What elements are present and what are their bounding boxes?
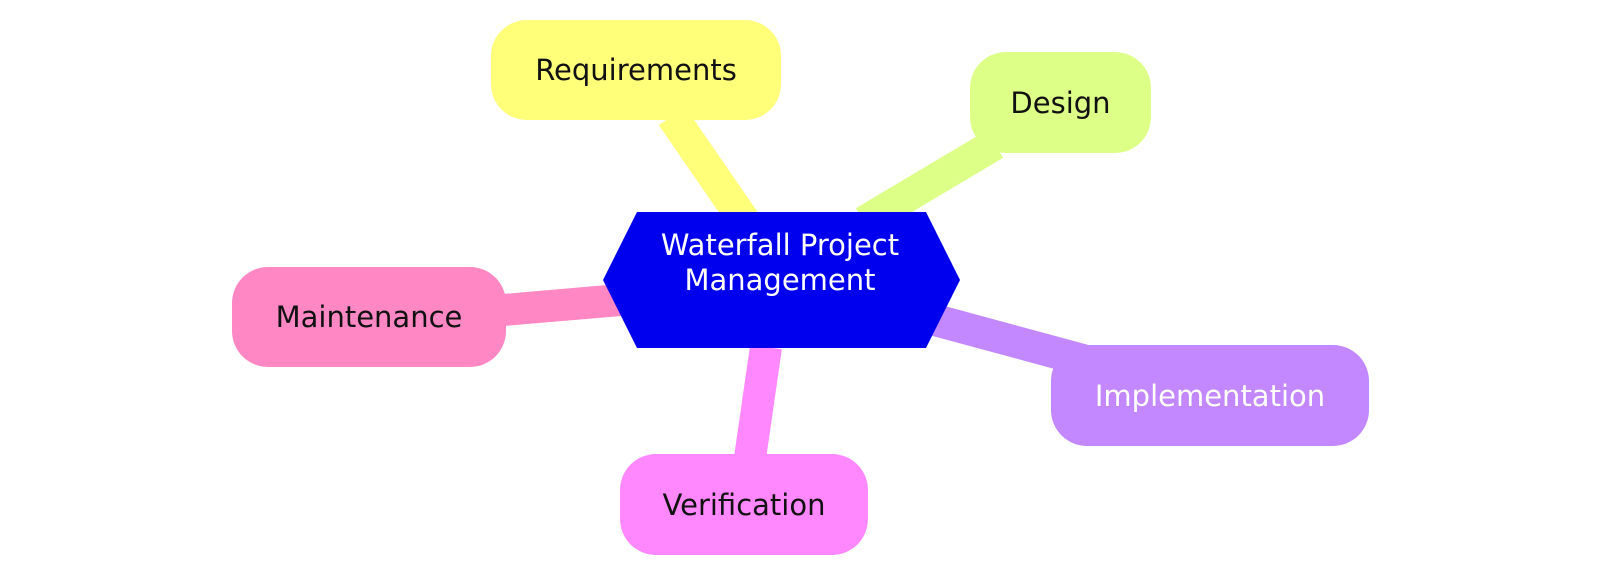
branch-requirements — [658, 106, 759, 232]
node-label-design: Design — [1010, 85, 1111, 120]
center-node-label: Waterfall Project Management — [600, 228, 960, 298]
node-design: Design — [970, 52, 1151, 153]
center-title-line-1: Waterfall Project — [660, 228, 900, 262]
center-node-shape — [603, 212, 960, 348]
branch-verification — [734, 344, 782, 461]
node-requirements: Requirements — [491, 20, 781, 120]
node-label-requirements: Requirements — [535, 53, 737, 87]
node-implementation: Implementation — [1051, 345, 1369, 446]
node-verification: Verification — [620, 454, 868, 555]
node-maintenance: Maintenance — [232, 267, 506, 367]
node-label-maintenance: Maintenance — [275, 300, 463, 334]
center-title-line-2: Management — [684, 263, 876, 297]
branch-design — [855, 130, 1004, 236]
node-label-implementation: Implementation — [1094, 378, 1326, 413]
node-label-verification: Verification — [662, 487, 826, 522]
branch-maintenance — [490, 284, 622, 327]
